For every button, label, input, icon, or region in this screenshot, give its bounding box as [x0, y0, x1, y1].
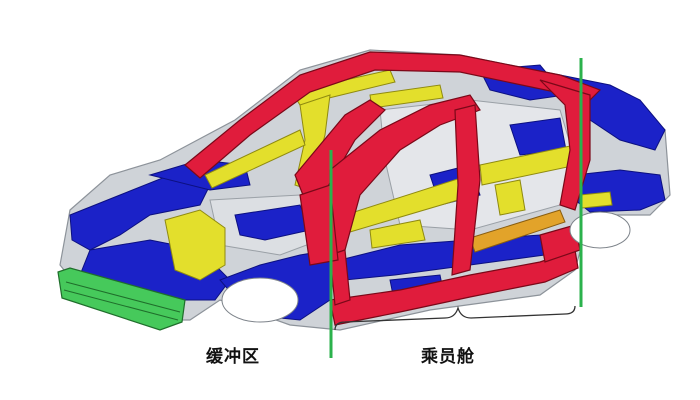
zone-brace-icon [334, 305, 576, 331]
wheel-arches [221, 211, 631, 323]
passenger-cabin-label: 乘员舱 [421, 347, 475, 367]
orange-cross-bar [469, 209, 566, 253]
red-safety-cage [184, 51, 602, 326]
front-bumper-beam [57, 267, 186, 331]
crumple-zone-label: 缓冲区 [206, 347, 260, 367]
